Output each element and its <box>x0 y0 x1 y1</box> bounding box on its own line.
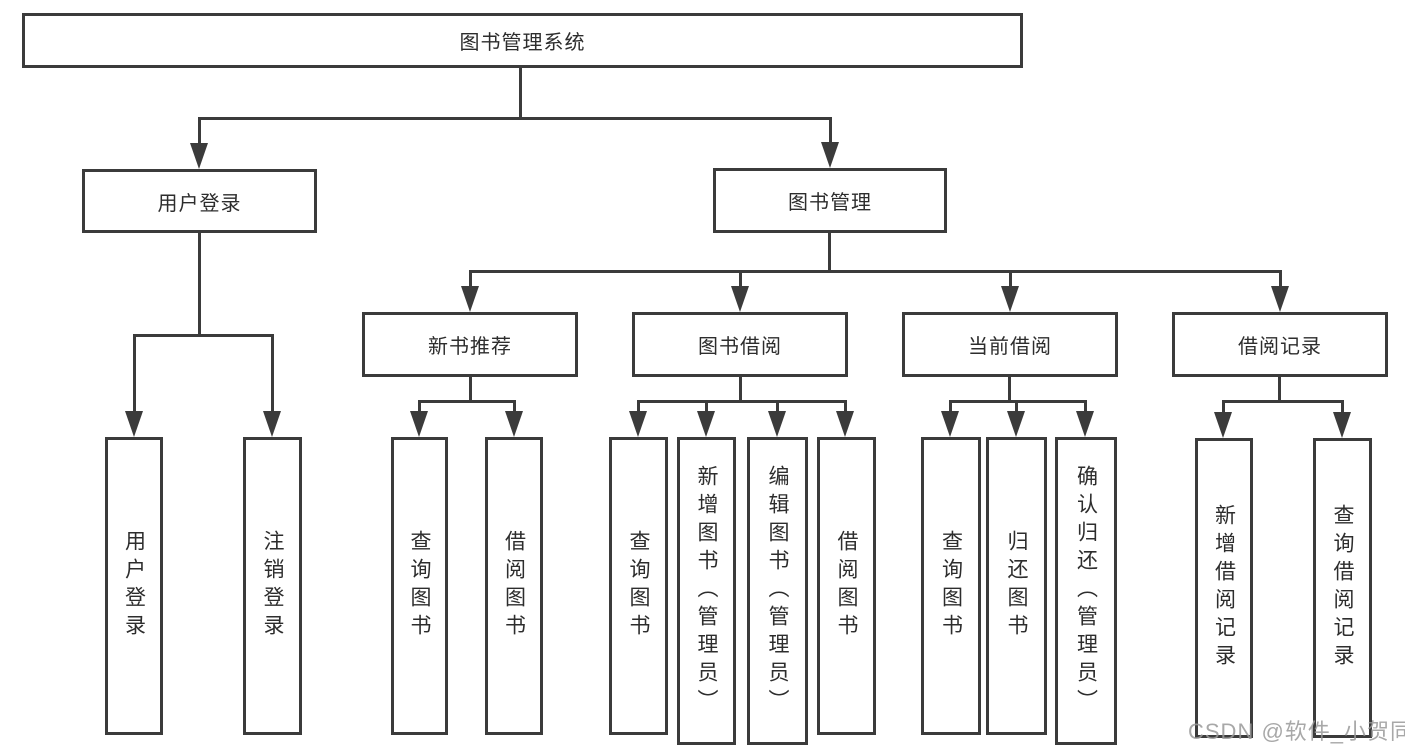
arrow-down-icon <box>1271 286 1289 312</box>
leaf-query-books-1: 查询图书 <box>391 437 448 735</box>
leaf-query-books-3-label: 查询图书 <box>939 530 963 642</box>
arrow-down-icon <box>461 286 479 312</box>
leaf-edit-book-admin: 编辑图书（管理员） <box>747 437 808 745</box>
connector-level2-bar <box>198 117 832 120</box>
leaf-borrow-book-2-label: 借阅图书 <box>835 530 858 642</box>
connector-drop-book-management <box>829 117 832 145</box>
arrow-down-icon <box>1333 412 1351 438</box>
node-new-book-recommend: 新书推荐 <box>362 312 578 377</box>
connector-drop-level3 <box>739 270 742 288</box>
connector-drop-leaf <box>271 334 274 413</box>
connector-borrowing-records-bar <box>1222 400 1344 403</box>
node-current-borrowing: 当前借阅 <box>902 312 1118 377</box>
node-book-borrowing-label: 图书借阅 <box>698 336 782 358</box>
connector-drop-leaf <box>513 400 516 413</box>
arrow-down-icon <box>410 411 428 437</box>
node-current-borrowing-label: 当前借阅 <box>968 336 1052 358</box>
leaf-query-borrow-record: 查询借阅记录 <box>1313 438 1372 738</box>
connector-drop-leaf <box>1015 400 1018 413</box>
connector-drop-leaf <box>1222 400 1225 414</box>
node-user-login-label: 用户登录 <box>157 192 242 215</box>
leaf-return-book-label: 归还图书 <box>1005 530 1028 642</box>
leaf-query-books-1-label: 查询图书 <box>408 530 431 642</box>
leaf-user-login-label: 用户登录 <box>122 530 146 642</box>
arrow-down-icon <box>821 142 839 168</box>
leaf-confirm-return-admin: 确认归还（管理员） <box>1055 437 1117 745</box>
arrow-down-icon <box>263 411 281 437</box>
leaf-return-book: 归还图书 <box>986 437 1047 735</box>
node-library-system: 图书管理系统 <box>22 13 1023 68</box>
connector-drop-leaf <box>949 400 952 413</box>
leaf-add-borrow-record: 新增借阅记录 <box>1195 438 1253 738</box>
arrow-down-icon <box>731 286 749 312</box>
node-book-management: 图书管理 <box>713 168 947 233</box>
connector-drop-level3 <box>1279 270 1282 288</box>
arrow-down-icon <box>505 411 523 437</box>
arrow-down-icon <box>768 411 786 437</box>
connector-user-login-stem <box>198 232 201 336</box>
leaf-edit-book-admin-label: 编辑图书（管理员） <box>766 465 789 717</box>
connector-current-borrowing-stem <box>1008 377 1011 402</box>
arrow-down-icon <box>1007 411 1025 437</box>
leaf-logout: 注销登录 <box>243 437 302 735</box>
connector-drop-leaf <box>418 400 421 413</box>
node-user-login: 用户登录 <box>82 169 317 233</box>
connector-drop-leaf <box>705 400 708 413</box>
arrow-down-icon <box>941 411 959 437</box>
leaf-logout-label: 注销登录 <box>261 530 284 642</box>
connector-drop-level3 <box>1009 270 1012 288</box>
arrow-down-icon <box>697 411 715 437</box>
leaf-query-books-3: 查询图书 <box>921 437 981 735</box>
arrow-down-icon <box>836 411 854 437</box>
connector-book-borrowing-bar <box>637 400 847 403</box>
csdn-watermark: CSDN @软件_小贺同学 <box>1188 719 1405 744</box>
leaf-add-book-admin: 新增图书（管理员） <box>677 437 736 745</box>
leaf-query-borrow-record-label: 查询借阅记录 <box>1331 504 1354 672</box>
arrow-down-icon <box>1214 412 1232 438</box>
connector-book-management-stem <box>828 233 831 273</box>
connector-user-login-bar <box>133 334 274 337</box>
node-borrowing-records: 借阅记录 <box>1172 312 1388 377</box>
connector-drop-leaf <box>133 334 136 413</box>
connector-new-book-bar <box>418 400 516 403</box>
node-book-borrowing: 图书借阅 <box>632 312 848 377</box>
leaf-add-borrow-record-label: 新增借阅记录 <box>1212 504 1236 672</box>
connector-drop-leaf <box>1084 400 1087 413</box>
connector-new-book-stem <box>469 377 472 402</box>
connector-drop-leaf <box>844 400 847 413</box>
leaf-borrow-book-2: 借阅图书 <box>817 437 876 735</box>
leaf-query-books-2-label: 查询图书 <box>627 530 650 642</box>
leaf-borrow-book-1-label: 借阅图书 <box>502 530 526 642</box>
connector-borrowing-records-stem <box>1278 377 1281 402</box>
node-book-management-label: 图书管理 <box>788 192 872 214</box>
arrow-down-icon <box>1076 411 1094 437</box>
connector-drop-user-login <box>198 117 201 145</box>
leaf-borrow-book-1: 借阅图书 <box>485 437 543 735</box>
arrow-down-icon <box>1001 286 1019 312</box>
connector-book-borrowing-stem <box>739 377 742 402</box>
arrow-down-icon <box>629 411 647 437</box>
leaf-user-login: 用户登录 <box>105 437 163 735</box>
connector-drop-level3 <box>469 270 472 288</box>
leaf-query-books-2: 查询图书 <box>609 437 668 735</box>
connector-drop-leaf <box>1341 400 1344 414</box>
arrow-down-icon <box>125 411 143 437</box>
arrow-down-icon <box>190 143 208 169</box>
connector-level3-bar <box>469 270 1282 273</box>
connector-root-stem <box>519 68 522 119</box>
leaf-add-book-admin-label: 新增图书（管理员） <box>695 465 718 717</box>
leaf-confirm-return-admin-label: 确认归还（管理员） <box>1074 465 1098 717</box>
node-borrowing-records-label: 借阅记录 <box>1238 336 1322 358</box>
node-new-book-recommend-label: 新书推荐 <box>428 336 512 358</box>
connector-drop-leaf <box>776 400 779 413</box>
connector-drop-leaf <box>637 400 640 413</box>
node-library-system-label: 图书管理系统 <box>459 32 586 54</box>
